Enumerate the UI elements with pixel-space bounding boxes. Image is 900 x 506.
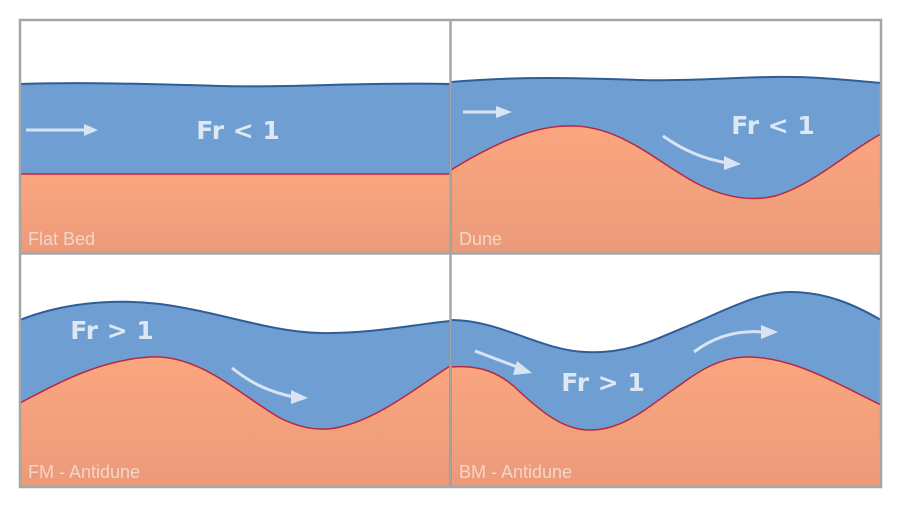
sediment-bed bbox=[451, 356, 881, 487]
panel-title: Dune bbox=[459, 229, 502, 249]
panel-frame bbox=[18, 18, 883, 489]
flow-arrow-icon bbox=[474, 349, 532, 375]
curved-flow-arrow-icon bbox=[662, 134, 741, 170]
curved-flow-arrow-icon bbox=[693, 325, 778, 354]
froude-label: Fr > 1 bbox=[561, 368, 645, 397]
sediment-bed bbox=[451, 125, 881, 253]
flow-arrow-icon bbox=[463, 106, 512, 118]
froude-label: Fr < 1 bbox=[731, 111, 815, 140]
water-body bbox=[20, 82, 450, 176]
sediment-bed bbox=[20, 174, 450, 253]
panel-bm-antidune: Fr > 1 BM - Antidune bbox=[451, 254, 881, 487]
panel-title: Flat Bed bbox=[28, 229, 95, 249]
panel-title: FM - Antidune bbox=[28, 462, 140, 482]
panel-fm-antidune: Fr > 1 FM - Antidune bbox=[20, 254, 450, 487]
panel-flat-bed: Fr < 1 Flat Bed bbox=[20, 20, 450, 253]
sediment-bed bbox=[20, 356, 450, 487]
panel-title: BM - Antidune bbox=[459, 462, 572, 482]
curved-flow-arrow-icon bbox=[231, 366, 308, 404]
froude-label: Fr > 1 bbox=[70, 316, 154, 345]
flow-arrow-icon bbox=[26, 124, 98, 136]
froude-label: Fr < 1 bbox=[196, 116, 280, 145]
panel-dune: Fr < 1 Dune bbox=[451, 20, 881, 253]
